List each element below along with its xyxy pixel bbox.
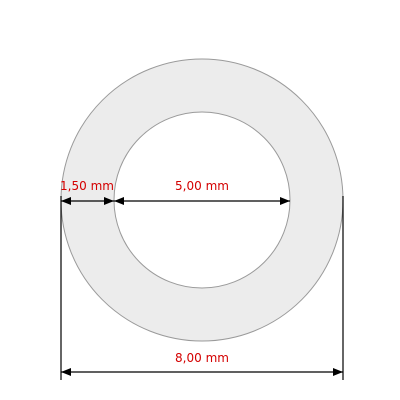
outer-diameter-label: 8,00 mm — [175, 351, 229, 365]
wall-thickness-label: 1,50 mm — [60, 179, 114, 193]
washer-inner-hole — [113, 111, 291, 289]
inner-diameter-label: 5,00 mm — [175, 179, 229, 193]
